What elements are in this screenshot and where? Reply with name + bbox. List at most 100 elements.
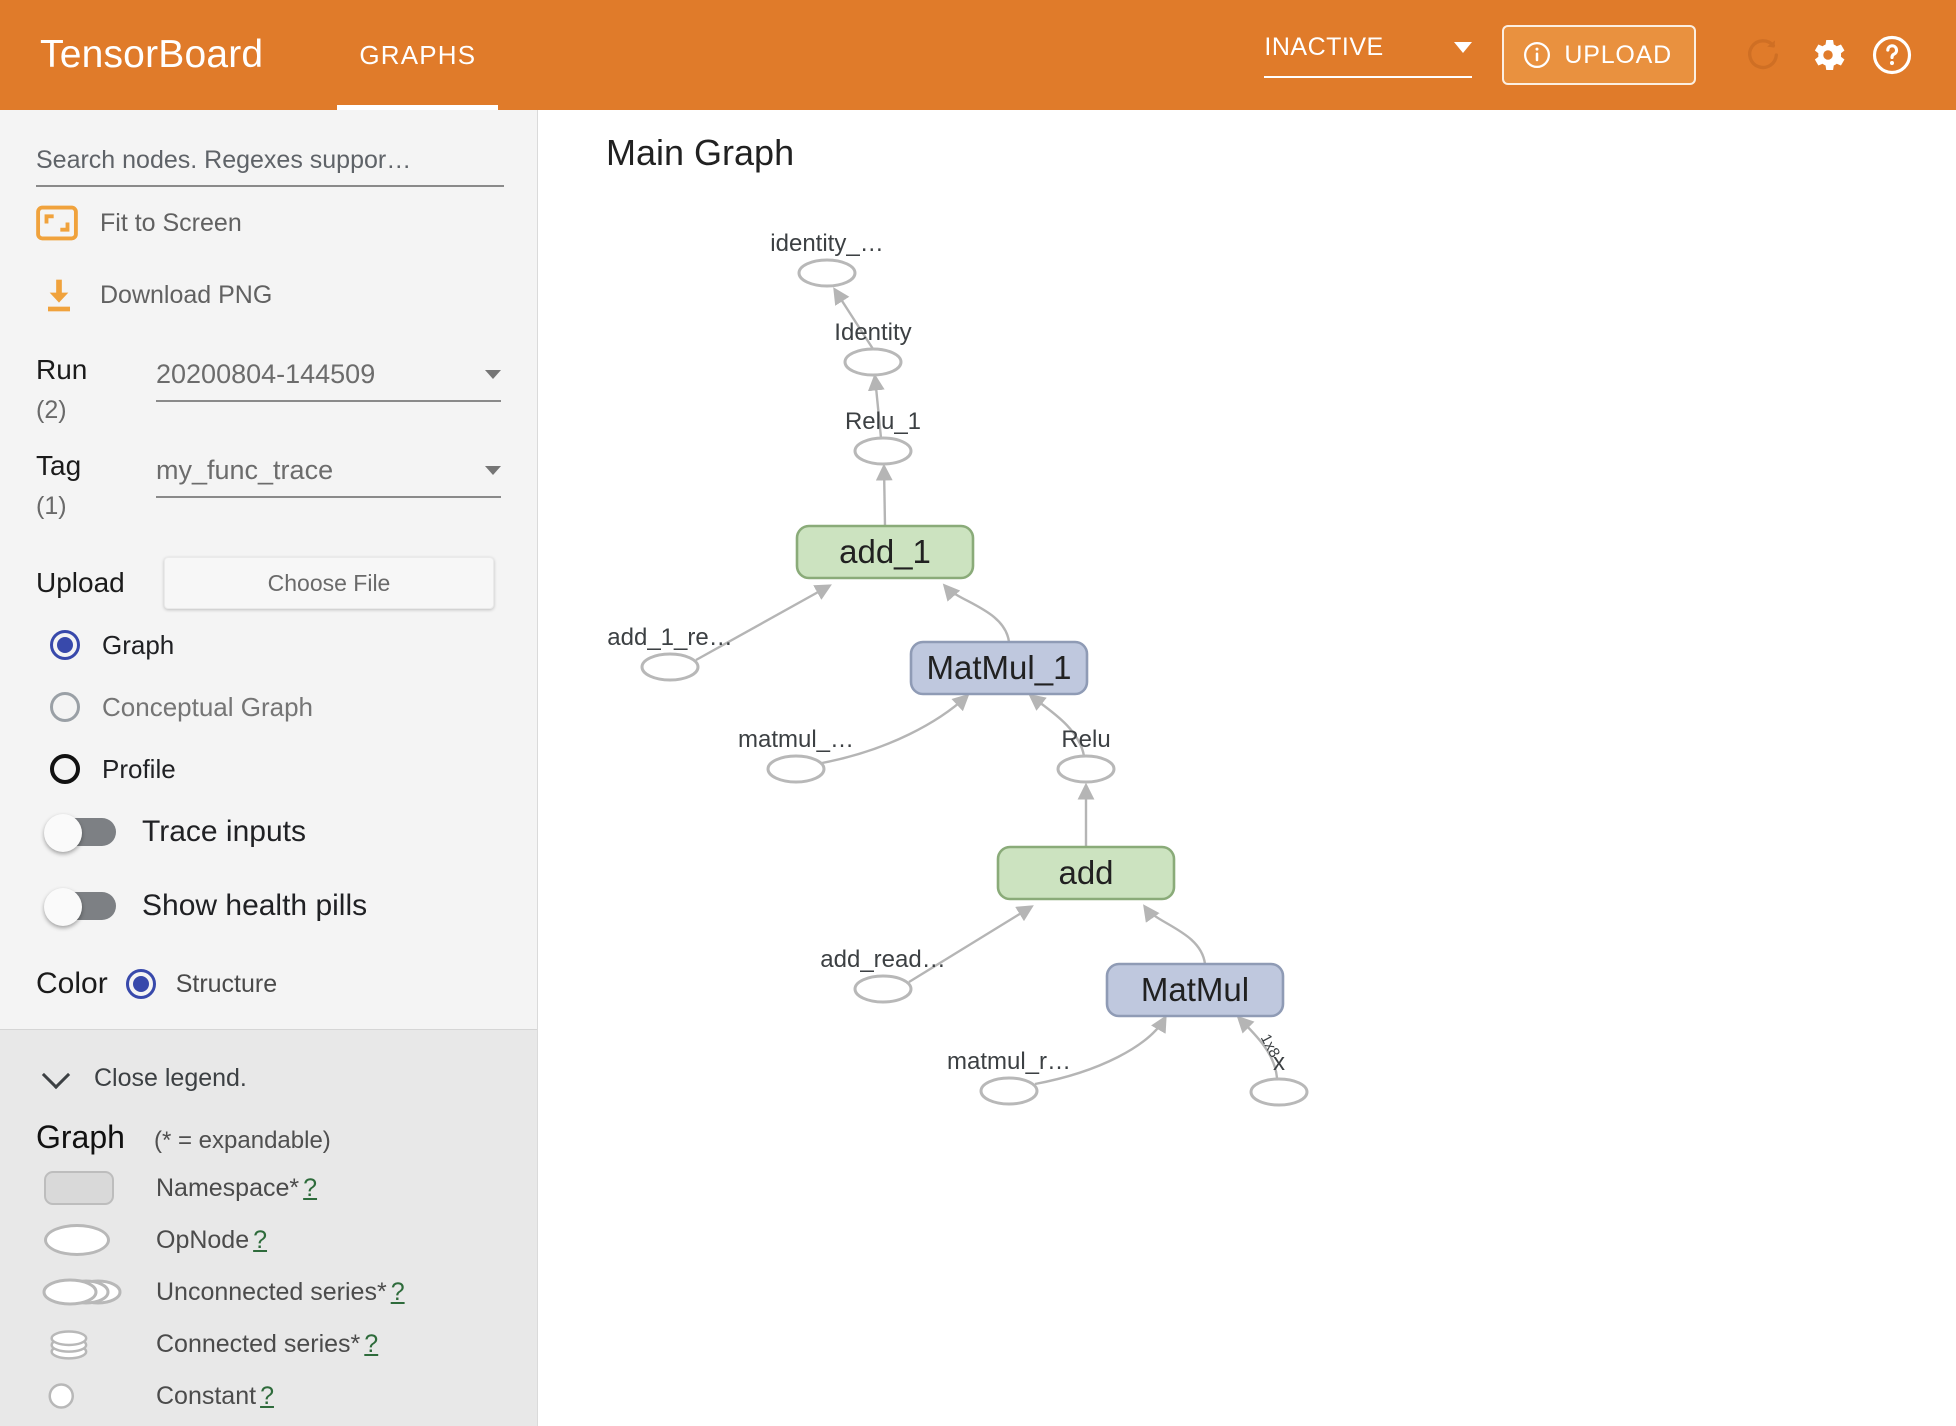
graph-node-shape (909, 640, 1089, 696)
graph-node-add_1_read[interactable]: add_1_re… (607, 624, 733, 682)
graph-edge (695, 584, 832, 662)
help-link[interactable]: ? (364, 1329, 379, 1358)
graph-node-add[interactable]: add (996, 845, 1176, 901)
legend-item-connected-series: Connected series*? (36, 1324, 501, 1364)
help-link[interactable]: ? (390, 1277, 405, 1306)
fit-to-screen-button[interactable]: Fit to Screen (36, 187, 501, 259)
radio-color-structure-indicator[interactable] (125, 969, 156, 999)
radio-graph[interactable]: Graph (36, 619, 501, 671)
radio-color-structure-label: Structure (175, 969, 278, 998)
run-count: (2) (36, 396, 67, 424)
graph-node-shape (1249, 1077, 1309, 1107)
graph-edge (1028, 693, 1086, 757)
graph-node-label: add (1058, 854, 1113, 891)
toggle-knob (44, 814, 82, 852)
tab-graphs-label: GRAPHS (359, 39, 477, 70)
graph-node-identity[interactable]: Identity (834, 319, 912, 377)
graph-node-add_1[interactable]: add_1 (795, 524, 975, 580)
graph-node-label: add_1_re… (607, 624, 732, 651)
graph-node-matmul_1[interactable]: MatMul_1 (909, 640, 1089, 696)
choose-file-button[interactable]: Choose File (164, 557, 494, 609)
run-key-text: Run (36, 354, 88, 385)
graph-node-matmul_read[interactable]: matmul_… (738, 726, 854, 784)
radio-conceptual-graph-label: Conceptual Graph (102, 691, 314, 722)
graph-node-label: MatMul_1 (927, 649, 1072, 686)
tag-select[interactable]: my_func_trace (156, 455, 501, 498)
radio-profile[interactable]: Profile (36, 743, 501, 795)
info-circle-icon (1524, 42, 1551, 68)
legend-label-text: Namespace* (156, 1173, 300, 1202)
help-circle-icon[interactable] (1866, 29, 1918, 81)
graph-node-label: Identity (834, 319, 911, 346)
graph-node-matmul[interactable]: MatMul (1105, 962, 1285, 1018)
color-label: Color (36, 967, 108, 1000)
toggle-trace-inputs-switch[interactable] (44, 814, 118, 852)
graph-node-label: identity_… (770, 230, 883, 257)
graph-title: Main Graph (606, 132, 795, 173)
help-link[interactable]: ? (260, 1381, 274, 1410)
radio-profile-label: Profile (102, 753, 176, 784)
graph-node-label: Relu_1 (845, 408, 921, 435)
run-label: Run (2) (36, 353, 156, 427)
upload-button[interactable]: UPLOAD (1502, 25, 1696, 85)
constant-circle-icon (36, 1380, 136, 1412)
radio-profile-indicator (50, 754, 80, 784)
toggle-show-health-pills[interactable]: Show health pills (36, 869, 501, 943)
graph-edge (875, 463, 893, 527)
tag-key-text: Tag (36, 450, 82, 481)
graph-svg[interactable]: 1x8 identity_…IdentityRelu_1add_1add_1_r… (539, 110, 1956, 1426)
tag-count: (1) (36, 492, 67, 520)
upload-field: Upload Choose File (36, 557, 501, 609)
toggle-show-health-pills-switch[interactable] (44, 888, 118, 926)
tag-field: Tag (1) my_func_trace (36, 449, 501, 523)
help-link[interactable]: ? (253, 1225, 268, 1254)
graph-edge (942, 583, 1011, 643)
graph-edge (1236, 1015, 1279, 1079)
graph-node-label: matmul_… (738, 726, 854, 753)
graph-node-relu[interactable]: Relu (1056, 726, 1116, 784)
graph-node-shape (795, 524, 975, 580)
fit-to-screen-label: Fit to Screen (100, 208, 242, 237)
graph-node-matmul_r[interactable]: matmul_r… (947, 1048, 1071, 1106)
sidebar: Fit to Screen Download PNG Run (2) 20200… (0, 110, 538, 1426)
legend-item-unconnected-series-label: Unconnected series*? (156, 1278, 405, 1307)
graph-node-shape (853, 974, 913, 1004)
gear-icon[interactable] (1802, 29, 1854, 81)
search-field (36, 110, 504, 187)
help-link[interactable]: ? (303, 1173, 318, 1202)
upload-label: Upload (36, 567, 125, 598)
graph-node-label: MatMul (1141, 971, 1249, 1008)
graph-node-shape (1105, 962, 1285, 1018)
run-status-select[interactable]: INACTIVE (1264, 33, 1473, 78)
search-input[interactable] (36, 142, 504, 187)
graph-node-shape (766, 754, 826, 784)
download-png-button[interactable]: Download PNG (36, 259, 501, 331)
tab-graphs[interactable]: GRAPHS (337, 0, 499, 110)
chevron-down-icon (485, 370, 501, 379)
graph-node-identity_out[interactable]: identity_… (770, 230, 884, 288)
legend-note: (* = expandable) (154, 1127, 331, 1154)
graph-node-add_read[interactable]: add_read… (820, 946, 946, 1004)
legend-panel: Close legend. Graph (* = expandable) Nam… (0, 1030, 537, 1426)
legend-header: Graph (* = expandable) (36, 1119, 501, 1156)
toggle-knob (44, 888, 82, 926)
run-field: Run (2) 20200804-144509 (36, 353, 501, 427)
graph-edge (908, 905, 1034, 984)
close-legend-button[interactable]: Close legend. (36, 1060, 501, 1093)
run-value: 20200804-144509 (156, 359, 376, 389)
toggle-trace-inputs[interactable]: Trace inputs (36, 795, 501, 869)
legend-label-text: Unconnected series* (156, 1277, 387, 1306)
graph-node-shape (1056, 754, 1116, 784)
topbar-actions: INACTIVE UPLOAD (1264, 25, 1918, 85)
top-app-bar: TensorBoard GRAPHS INACTIVE UPLOAD (0, 0, 1956, 110)
radio-conceptual-graph-indicator (50, 692, 80, 722)
graph-node-x[interactable]: x (1249, 1049, 1309, 1107)
color-field: Color Structure (36, 949, 501, 1019)
run-select[interactable]: 20200804-144509 (156, 359, 501, 402)
legend-item-namespace: Namespace*? (36, 1168, 501, 1208)
radio-conceptual-graph[interactable]: Conceptual Graph (36, 681, 501, 733)
refresh-icon[interactable] (1738, 29, 1790, 81)
graph-node-relu_1[interactable]: Relu_1 (845, 408, 921, 466)
